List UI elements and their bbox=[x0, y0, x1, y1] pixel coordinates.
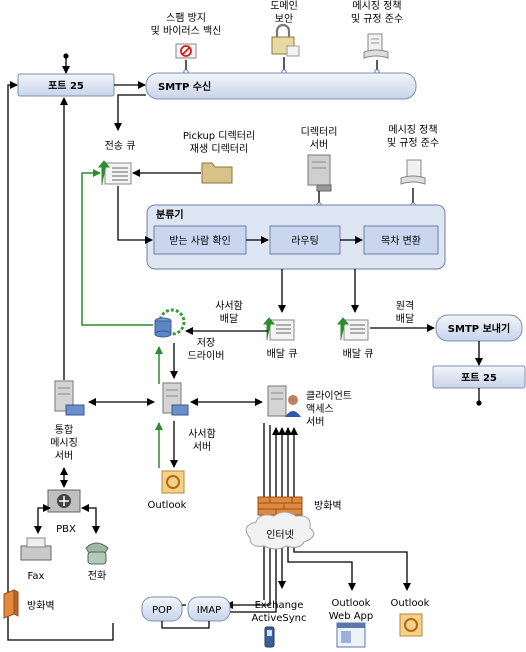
smtp-send-label: SMTP 보내기 bbox=[448, 322, 510, 335]
server-icon bbox=[307, 154, 332, 192]
firewall-right-label: 방화벽 bbox=[314, 500, 342, 512]
resubmit-green-line bbox=[81, 169, 153, 326]
pop-imap-bottom-line bbox=[161, 621, 210, 629]
submission-queue-label: 전송 큐 bbox=[105, 140, 136, 152]
antispam-icon bbox=[175, 43, 197, 59]
queue-icon bbox=[97, 160, 132, 185]
fax-label: Fax bbox=[28, 571, 45, 582]
store-driver-label-2: 드라이버 bbox=[188, 350, 225, 362]
categorizer-label: 분류기 bbox=[156, 208, 184, 221]
queue-to-categorizer-arrow bbox=[117, 186, 153, 244]
policy-top-label-1: 메시징 정책 bbox=[352, 0, 401, 12]
recipient-resolution-label: 받는 사람 확인 bbox=[169, 234, 231, 247]
left-loop-line bbox=[7, 81, 114, 641]
um-label-2: 메시징 bbox=[50, 437, 78, 449]
directory-server-label-2: 서버 bbox=[310, 139, 328, 151]
mailbox-server-label-1: 사서함 bbox=[188, 428, 216, 440]
imap-label: IMAP bbox=[197, 605, 221, 616]
cas-client-lines bbox=[225, 423, 411, 613]
port25-in-label: 포트 25 bbox=[48, 80, 84, 92]
queue-icon bbox=[336, 317, 369, 341]
pbx-label: PBX bbox=[56, 524, 76, 535]
port25-out-label: 포트 25 bbox=[461, 372, 497, 384]
pop-label: POP bbox=[152, 605, 172, 616]
cas-label-2: 액세스 bbox=[306, 403, 334, 415]
outlook-icon bbox=[161, 470, 185, 494]
policy-scroll-icon bbox=[400, 159, 426, 185]
antispam-label-1: 스팸 방지 bbox=[166, 12, 206, 24]
queue-icon bbox=[262, 317, 295, 341]
user-server-icon bbox=[267, 385, 301, 417]
outlook-icon bbox=[399, 613, 423, 637]
policy-mid-label-1: 메시징 정책 bbox=[388, 124, 437, 136]
server-icon bbox=[54, 380, 85, 416]
firewall-left-label: 방화벽 bbox=[27, 600, 55, 612]
um-label-3: 서버 bbox=[55, 450, 73, 462]
mobile-phone-icon bbox=[264, 626, 275, 648]
policy-mid-label-2: 및 규정 준수 bbox=[387, 137, 439, 149]
pickup-label-1: Pickup 디렉터리 bbox=[183, 130, 255, 142]
directory-server-label-1: 디렉터리 bbox=[301, 126, 338, 138]
database-gear-icon bbox=[154, 308, 186, 338]
remote-delivery-label-2: 배달 bbox=[396, 313, 414, 325]
content-conversion-label: 목차 변환 bbox=[381, 235, 421, 247]
cas-label-3: 서버 bbox=[306, 416, 324, 428]
smtp-receive-label: SMTP 수신 bbox=[158, 80, 211, 93]
remote-delivery-label-1: 원격 bbox=[396, 299, 414, 312]
outlook-left-label: Outlook bbox=[148, 500, 187, 511]
um-label-1: 통합 bbox=[55, 424, 73, 436]
cloud-icon bbox=[245, 511, 315, 550]
padlock-certificate-icon bbox=[271, 23, 300, 57]
activesync-label-2: ActiveSync bbox=[251, 613, 306, 624]
mailbox-delivery-label-2: 배달 bbox=[220, 313, 238, 325]
pbx-phone-arrow bbox=[81, 504, 100, 534]
mailbox-delivery-label-1: 사서함 bbox=[215, 300, 243, 312]
owa-label-2: Web App bbox=[329, 611, 374, 622]
pbx-fax-arrow bbox=[34, 504, 51, 534]
internet-label: 인터넷 bbox=[266, 529, 294, 541]
server-icon bbox=[162, 382, 189, 416]
smtp-to-submission-arrow bbox=[114, 94, 146, 131]
cas-label-1: 클라이언트 bbox=[306, 390, 352, 402]
domain-security-label-2: 보안 bbox=[275, 13, 293, 25]
routing-box bbox=[269, 225, 341, 255]
folder-icon bbox=[201, 162, 233, 184]
telephone-icon bbox=[85, 542, 109, 565]
owa-label-1: Outlook bbox=[332, 598, 371, 609]
outlook-bottom-label: Outlook bbox=[391, 598, 430, 609]
fax-icon bbox=[20, 537, 52, 561]
domain-security-label-1: 도메인 bbox=[270, 0, 298, 12]
delivery-queue-2-label: 배달 큐 bbox=[343, 348, 374, 360]
store-driver-label-1: 저장 bbox=[197, 337, 215, 349]
policy-top-label-2: 및 규정 준수 bbox=[351, 13, 403, 25]
pickup-label-2: 재생 디렉터리 bbox=[190, 143, 248, 155]
browser-window-icon bbox=[336, 622, 366, 648]
policy-scroll-icon bbox=[363, 33, 389, 59]
routing-label: 라우팅 bbox=[291, 235, 319, 247]
delivery-queue-1-label: 배달 큐 bbox=[267, 348, 298, 360]
recipient-resolution-box bbox=[153, 225, 247, 255]
firewall-icon bbox=[3, 589, 19, 619]
phone-label: 전화 bbox=[88, 570, 106, 582]
mailbox-server-label-2: 서버 bbox=[193, 441, 211, 453]
pbx-switch-icon bbox=[47, 489, 81, 513]
activesync-label-1: Exchange bbox=[255, 600, 304, 611]
antispam-label-2: 및 바이러스 백신 bbox=[151, 25, 222, 37]
content-conversion-box bbox=[363, 225, 439, 255]
smtp-receive-bar bbox=[145, 72, 417, 100]
